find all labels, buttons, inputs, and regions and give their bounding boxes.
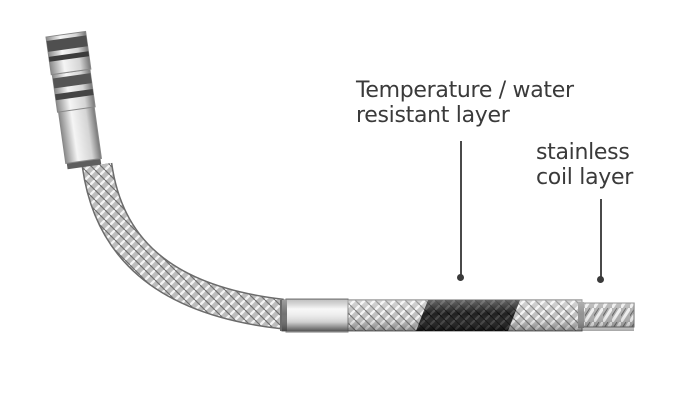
temperature-layer-leader [460, 141, 462, 276]
endoscope-tip [45, 30, 102, 170]
coil-layer-leader [600, 199, 602, 278]
coil-layer-label-line2: coil layer [536, 165, 633, 190]
braided-tube-curve-mesh [83, 162, 284, 328]
temperature-layer-label: Temperature / water resistant layer [356, 78, 574, 128]
coil-layer-label: stainless coil layer [536, 140, 633, 190]
coil-layer-label-line1: stainless [536, 140, 630, 165]
temperature-layer-label-line2: resistant layer [356, 103, 510, 128]
tube-shading [282, 300, 634, 331]
temperature-layer-leader-dot [457, 274, 464, 281]
temperature-layer-label-line1: Temperature / water [356, 78, 574, 103]
coil-layer-leader-dot [597, 276, 604, 283]
